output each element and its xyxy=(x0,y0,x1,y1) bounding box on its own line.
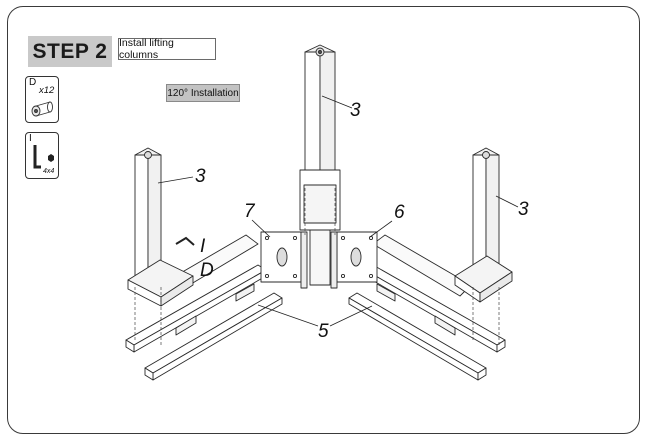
callout-bracket-6: 6 xyxy=(394,202,405,223)
callout-column-right: 3 xyxy=(518,199,529,220)
column-right xyxy=(454,147,513,303)
bolt-icon xyxy=(31,101,53,117)
part-i-box: I 4x4 xyxy=(25,132,59,179)
bracket-7 xyxy=(260,231,308,289)
callout-tool-i: I xyxy=(200,236,206,257)
part-d-letter: D xyxy=(29,77,37,88)
callout-bolt-d: D xyxy=(200,260,214,281)
column-center xyxy=(299,44,341,286)
hex-key-icon xyxy=(33,145,54,169)
part-i-letter: I xyxy=(29,133,32,144)
hex-key-small-icon xyxy=(175,236,195,246)
part-d-box: D x12 xyxy=(25,76,59,123)
callout-column-left: 3 xyxy=(195,166,206,187)
step-title: Install lifting columns xyxy=(118,37,216,61)
part-i-qty: 4x4 xyxy=(43,168,55,175)
leader-lines xyxy=(157,95,519,327)
callout-column-center: 3 xyxy=(350,100,361,121)
callout-bracket-7: 7 xyxy=(244,201,255,222)
callout-beams-5: 5 xyxy=(318,321,329,342)
bracket-6 xyxy=(330,231,378,289)
part-d-qty: x12 xyxy=(39,85,55,96)
step-badge: STEP 2 xyxy=(28,36,112,67)
installation-note: 120° Installation xyxy=(166,84,240,102)
column-left xyxy=(127,147,194,307)
alignment-lines xyxy=(134,188,500,345)
